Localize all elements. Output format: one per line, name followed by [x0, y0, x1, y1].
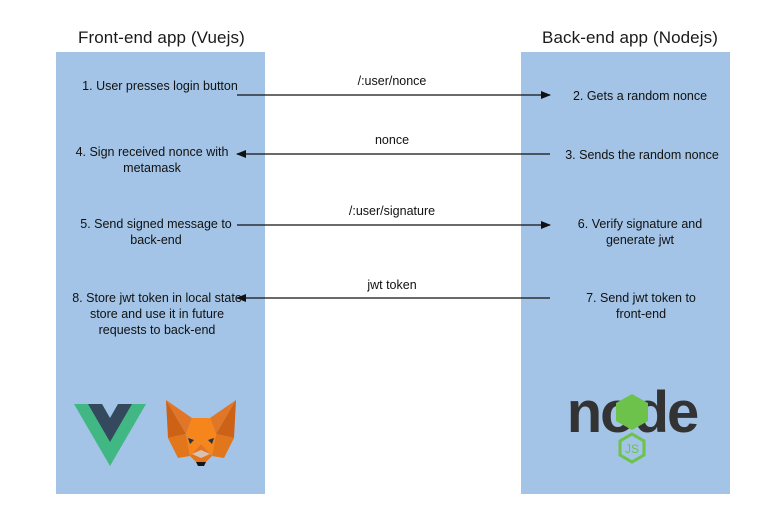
front-end-column-title: Front-end app (Vuejs): [78, 28, 245, 47]
js-badge: JS: [625, 442, 639, 456]
back-step-6: 6. Verify signature and generate jwt: [577, 217, 703, 247]
front-step-5: 5. Send signed message to back-end: [80, 217, 232, 247]
arrow-label-user-nonce: /:user/nonce: [357, 74, 427, 88]
arrow-label-user-signature: /:user/signature: [348, 204, 436, 218]
arrow-label-nonce: nonce: [374, 133, 410, 147]
vue-logo: [74, 404, 146, 466]
back-step-7: 7. Send jwt token to front-end: [586, 291, 696, 321]
back-end-column-title: Back-end app (Nodejs): [542, 28, 718, 47]
back-step-3: 3. Sends the random nonce: [565, 148, 719, 162]
front-step-4: 4. Sign received nonce with metamask: [75, 145, 229, 175]
nodejs-logo: node JS: [567, 380, 700, 464]
arrow-label-jwt-token: jwt token: [367, 278, 417, 292]
front-step-8: 8. Store jwt token in local state store …: [72, 291, 242, 337]
metamask-fox-logo: [166, 400, 236, 466]
front-step-1: 1. User presses login button: [82, 79, 238, 93]
back-step-2: 2. Gets a random nonce: [572, 89, 708, 103]
